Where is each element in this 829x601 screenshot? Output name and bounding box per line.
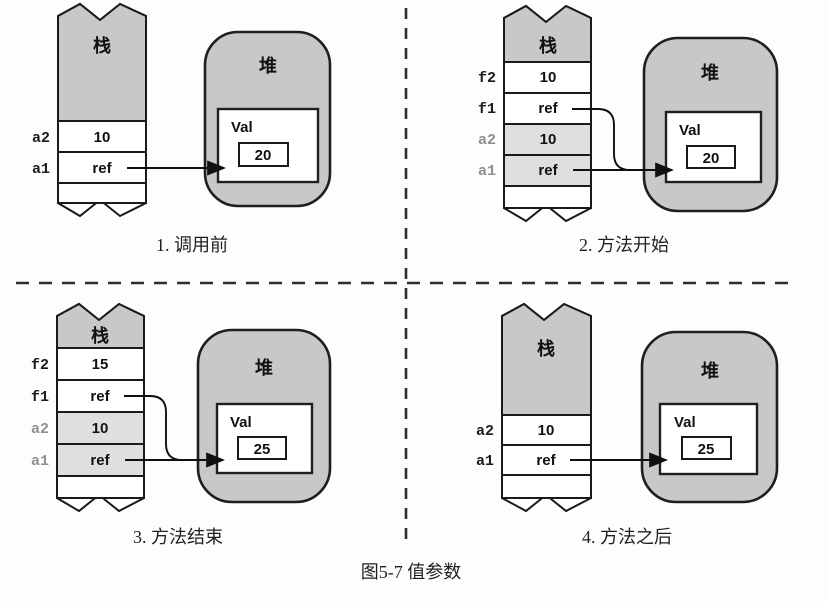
heap-diagram: 堆 Val 20 [642,36,779,213]
stack-row-empty [501,474,592,499]
panel-4-after-method: 栈 a2 10 a1 ref 堆 Val 25 4. 方法之后 [476,302,779,547]
stack-diagram: 栈 f2 15 f1 ref a2 10 a1 ref [31,302,145,513]
var-label-a1: a1 [32,161,50,178]
panel-caption: 3. 方法结束 [133,527,223,547]
cell-value: 10 [538,422,555,439]
stack-title: 栈 [93,35,111,56]
panel-1-before-call: 栈 a2 10 a1 ref 堆 Val 20 1. 调用前 [32,2,332,255]
object-value-box [238,142,289,167]
heap-title: 堆 [259,55,277,76]
var-label-f1: f1 [478,101,496,118]
var-label-a2: a2 [476,423,494,440]
stack-header-shade [501,302,592,416]
var-label-f1: f1 [31,389,49,406]
stack-row-empty [503,185,592,209]
cell-value: 10 [92,420,109,437]
panel-caption: 4. 方法之后 [582,527,672,547]
cell-value: ref [92,160,112,177]
object-value: 25 [698,441,715,458]
figure-caption: 图5-7 值参数 [361,562,462,582]
object-name: Val [231,119,253,136]
stack-row [56,347,145,381]
object-name: Val [674,414,696,431]
object-name: Val [230,414,252,431]
stack-row [57,120,147,153]
object-value-box [686,145,736,169]
object-value: 20 [255,147,272,164]
stack-header-shade [57,2,147,122]
stack-row-empty [56,475,145,499]
stack-diagram: 栈 f2 10 f1 ref a2 10 a1 ref [478,4,592,223]
var-label-a2: a2 [32,130,50,147]
stack-row [501,414,592,446]
heap-title: 堆 [701,360,719,381]
cell-value: ref [90,452,110,469]
cell-value: ref [536,452,556,469]
panel-3-method-end: 栈 f2 15 f1 ref a2 10 a1 ref 堆 Val 25 3. … [31,302,332,547]
heap-title: 堆 [701,62,719,83]
stack-title: 栈 [539,35,557,56]
object-value-box [237,436,287,460]
object-value-box [681,436,732,460]
object-name: Val [679,122,701,139]
panel-caption: 1. 调用前 [156,235,228,255]
heap-diagram: 堆 Val 20 [203,30,332,208]
var-label-a2: a2 [31,421,49,438]
var-label-a1: a1 [31,453,49,470]
heap-title: 堆 [255,357,273,378]
cell-value: ref [538,162,558,179]
stack-title: 栈 [537,338,555,359]
panel-2-method-start: 栈 f2 10 f1 ref a2 10 a1 ref 堆 Val 20 2. … [478,4,779,255]
var-label-a1: a1 [478,163,496,180]
stack-diagram: 栈 a2 10 a1 ref [32,2,147,218]
cell-value: 10 [94,129,111,146]
cell-value: ref [538,100,558,117]
heap-diagram: 堆 Val 25 [196,328,332,504]
var-label-f2: f2 [478,70,496,87]
cell-value: ref [90,388,110,405]
stack-row-empty [57,182,147,204]
cell-value: 10 [540,131,557,148]
cell-value: 10 [540,69,557,86]
var-label-f2: f2 [31,357,49,374]
stack-title: 栈 [91,325,109,346]
stack-row-muted [503,123,592,156]
cell-value: 15 [92,356,109,373]
var-label-a1: a1 [476,453,494,470]
object-value: 20 [703,150,720,167]
var-label-a2: a2 [478,132,496,149]
heap-diagram: 堆 Val 25 [640,330,779,504]
panel-caption: 2. 方法开始 [579,235,669,255]
object-value: 25 [254,441,271,458]
stack-diagram: 栈 a2 10 a1 ref [476,302,592,513]
